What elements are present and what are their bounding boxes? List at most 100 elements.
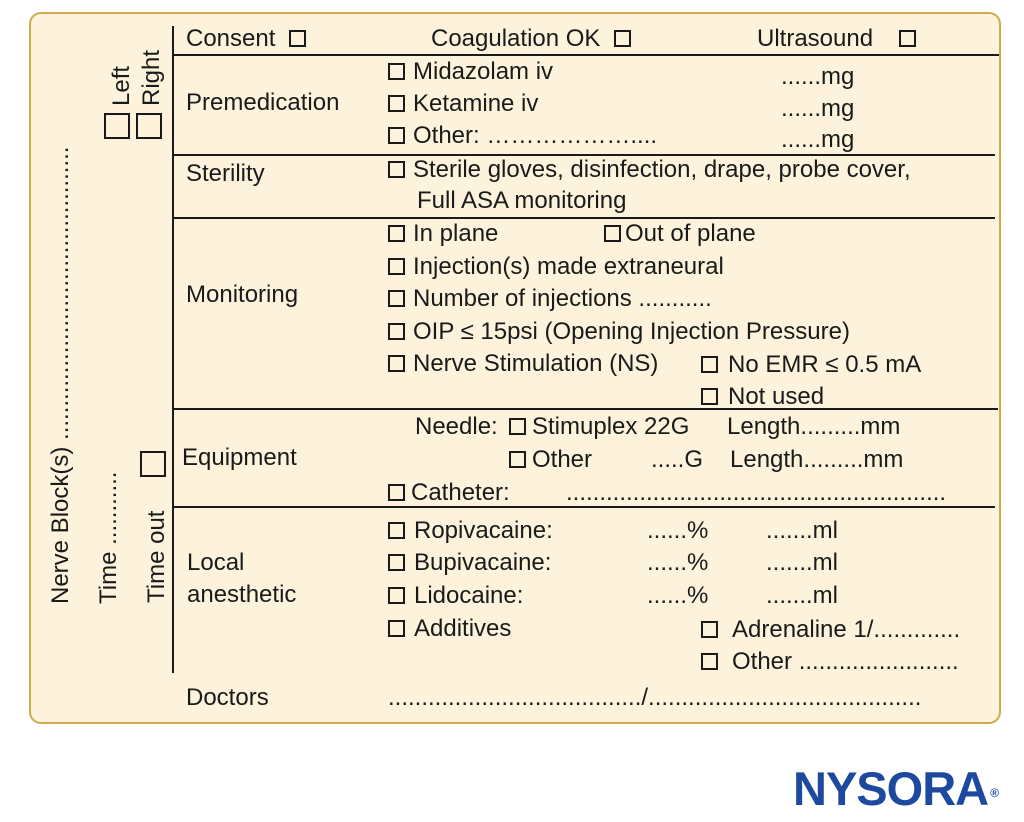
num-injections-item[interactable]: Number of injections ........... bbox=[388, 285, 712, 313]
ultrasound-item[interactable]: Ultrasound bbox=[757, 25, 917, 53]
checkbox[interactable] bbox=[701, 356, 718, 373]
nysora-logo: NYSORA® bbox=[793, 762, 999, 815]
gauge-field[interactable]: .....G bbox=[651, 446, 704, 473]
checkbox[interactable] bbox=[604, 225, 621, 242]
premed-other[interactable]: Other: ……………….... bbox=[388, 122, 657, 150]
ml-field[interactable]: .......ml bbox=[766, 582, 838, 609]
time-out-checkbox[interactable] bbox=[140, 451, 166, 477]
right-label: Right bbox=[138, 49, 165, 106]
option-label: In plane bbox=[413, 220, 499, 247]
checkbox[interactable] bbox=[388, 161, 405, 178]
stimuplex-item[interactable]: Stimuplex 22G bbox=[509, 413, 689, 441]
option-label: Number of injections ........... bbox=[413, 285, 712, 312]
premed-midazolam[interactable]: Midazolam iv bbox=[388, 58, 553, 86]
left-checkbox[interactable] bbox=[104, 113, 130, 139]
consent-label: Consent bbox=[186, 25, 276, 52]
agent-label: Bupivacaine: bbox=[414, 549, 552, 576]
checkbox[interactable] bbox=[509, 418, 526, 435]
checkbox[interactable] bbox=[388, 522, 405, 539]
no-emr-item[interactable]: No EMR ≤ 0.5 mA bbox=[701, 351, 921, 379]
ml-field[interactable]: .......ml bbox=[766, 549, 838, 576]
checkbox[interactable] bbox=[388, 484, 405, 501]
ultrasound-checkbox[interactable] bbox=[899, 30, 917, 47]
option-label: Catheter: bbox=[411, 479, 510, 506]
checkbox[interactable] bbox=[388, 258, 405, 275]
time-label: Time ........... bbox=[95, 471, 122, 604]
logo-text: NYSORA bbox=[793, 762, 989, 815]
checkbox[interactable] bbox=[701, 621, 718, 638]
drug-label: Ketamine iv bbox=[413, 90, 539, 117]
needle-label: Needle: bbox=[415, 413, 498, 440]
checkbox[interactable] bbox=[509, 451, 526, 468]
ropivacaine-item[interactable]: Ropivacaine: bbox=[388, 517, 553, 545]
oip-item[interactable]: OIP ≤ 15psi (Opening Injection Pressure) bbox=[388, 318, 850, 346]
premedication-label: Premedication bbox=[186, 89, 340, 116]
length-field[interactable]: Length.........mm bbox=[727, 413, 901, 440]
coagulation-label: Coagulation OK bbox=[431, 25, 601, 52]
row-divider bbox=[172, 217, 995, 219]
time-out-label: Time out bbox=[143, 510, 170, 603]
option-label: No EMR ≤ 0.5 mA bbox=[728, 351, 922, 378]
length-field[interactable]: Length.........mm bbox=[730, 446, 904, 473]
checkbox[interactable] bbox=[388, 587, 405, 604]
checkbox[interactable] bbox=[388, 290, 405, 307]
option-label: Not used bbox=[728, 383, 825, 410]
row-divider bbox=[172, 506, 995, 508]
checkbox[interactable] bbox=[388, 225, 405, 242]
extraneural-item[interactable]: Injection(s) made extraneural bbox=[388, 253, 724, 281]
dose-field[interactable]: ......mg bbox=[781, 95, 855, 122]
checkbox[interactable] bbox=[388, 95, 405, 112]
checkbox[interactable] bbox=[388, 620, 405, 637]
catheter-item[interactable]: Catheter: bbox=[388, 479, 510, 507]
not-used-item[interactable]: Not used bbox=[701, 383, 824, 411]
additives-item[interactable]: Additives bbox=[388, 615, 511, 643]
row-divider bbox=[172, 408, 998, 410]
sterility-label: Sterility bbox=[186, 160, 265, 187]
registered-mark: ® bbox=[990, 786, 999, 800]
ml-field[interactable]: .......ml bbox=[766, 517, 838, 544]
lidocaine-item[interactable]: Lidocaine: bbox=[388, 582, 523, 610]
out-of-plane-item[interactable]: Out of plane bbox=[604, 220, 756, 248]
option-label: Injection(s) made extraneural bbox=[413, 253, 724, 280]
checkbox[interactable] bbox=[388, 554, 405, 571]
additive-other-item[interactable]: Other ........................ bbox=[701, 648, 959, 676]
doctors-field[interactable]: ....................................../.… bbox=[388, 684, 922, 711]
consent-item[interactable]: Consent bbox=[186, 25, 307, 53]
option-label: Other bbox=[532, 446, 593, 473]
catheter-field[interactable]: ........................................… bbox=[566, 479, 947, 506]
premed-ketamine[interactable]: Ketamine iv bbox=[388, 90, 538, 118]
sterility-item[interactable]: Sterile gloves, disinfection, drape, pro… bbox=[388, 156, 911, 184]
equipment-label: Equipment bbox=[182, 444, 297, 471]
checkbox[interactable] bbox=[388, 127, 405, 144]
agent-label: Lidocaine: bbox=[414, 582, 524, 609]
option-label: Additives bbox=[414, 615, 512, 642]
block-checklist-card bbox=[29, 12, 1001, 724]
needle-other-item[interactable]: Other bbox=[509, 446, 592, 474]
checkbox[interactable] bbox=[388, 355, 405, 372]
dose-field[interactable]: ......mg bbox=[781, 126, 855, 153]
coagulation-checkbox[interactable] bbox=[614, 30, 632, 47]
checkbox[interactable] bbox=[701, 653, 718, 670]
dose-field[interactable]: ......mg bbox=[781, 63, 855, 90]
bupivacaine-item[interactable]: Bupivacaine: bbox=[388, 549, 551, 577]
checkbox[interactable] bbox=[388, 63, 405, 80]
pct-field[interactable]: ......% bbox=[647, 549, 709, 576]
checkbox[interactable] bbox=[388, 323, 405, 340]
drug-label: Other: ……………….... bbox=[413, 122, 658, 149]
pct-field[interactable]: ......% bbox=[647, 582, 709, 609]
adrenaline-item[interactable]: Adrenaline 1/............. bbox=[701, 616, 960, 644]
checkbox[interactable] bbox=[701, 388, 718, 405]
doctors-label: Doctors bbox=[186, 684, 269, 711]
monitoring-label: Monitoring bbox=[186, 281, 299, 308]
in-plane-item[interactable]: In plane bbox=[388, 220, 498, 248]
consent-checkbox[interactable] bbox=[289, 30, 307, 47]
option-label: Out of plane bbox=[625, 220, 756, 247]
ultrasound-label: Ultrasound bbox=[757, 25, 874, 52]
ns-item[interactable]: Nerve Stimulation (NS) bbox=[388, 350, 658, 378]
drug-label: Midazolam iv bbox=[413, 58, 554, 85]
left-label: Left bbox=[108, 65, 135, 106]
pct-field[interactable]: ......% bbox=[647, 517, 709, 544]
coagulation-item[interactable]: Coagulation OK bbox=[431, 25, 632, 53]
right-checkbox[interactable] bbox=[136, 113, 162, 139]
option-label: Stimuplex 22G bbox=[532, 413, 690, 440]
